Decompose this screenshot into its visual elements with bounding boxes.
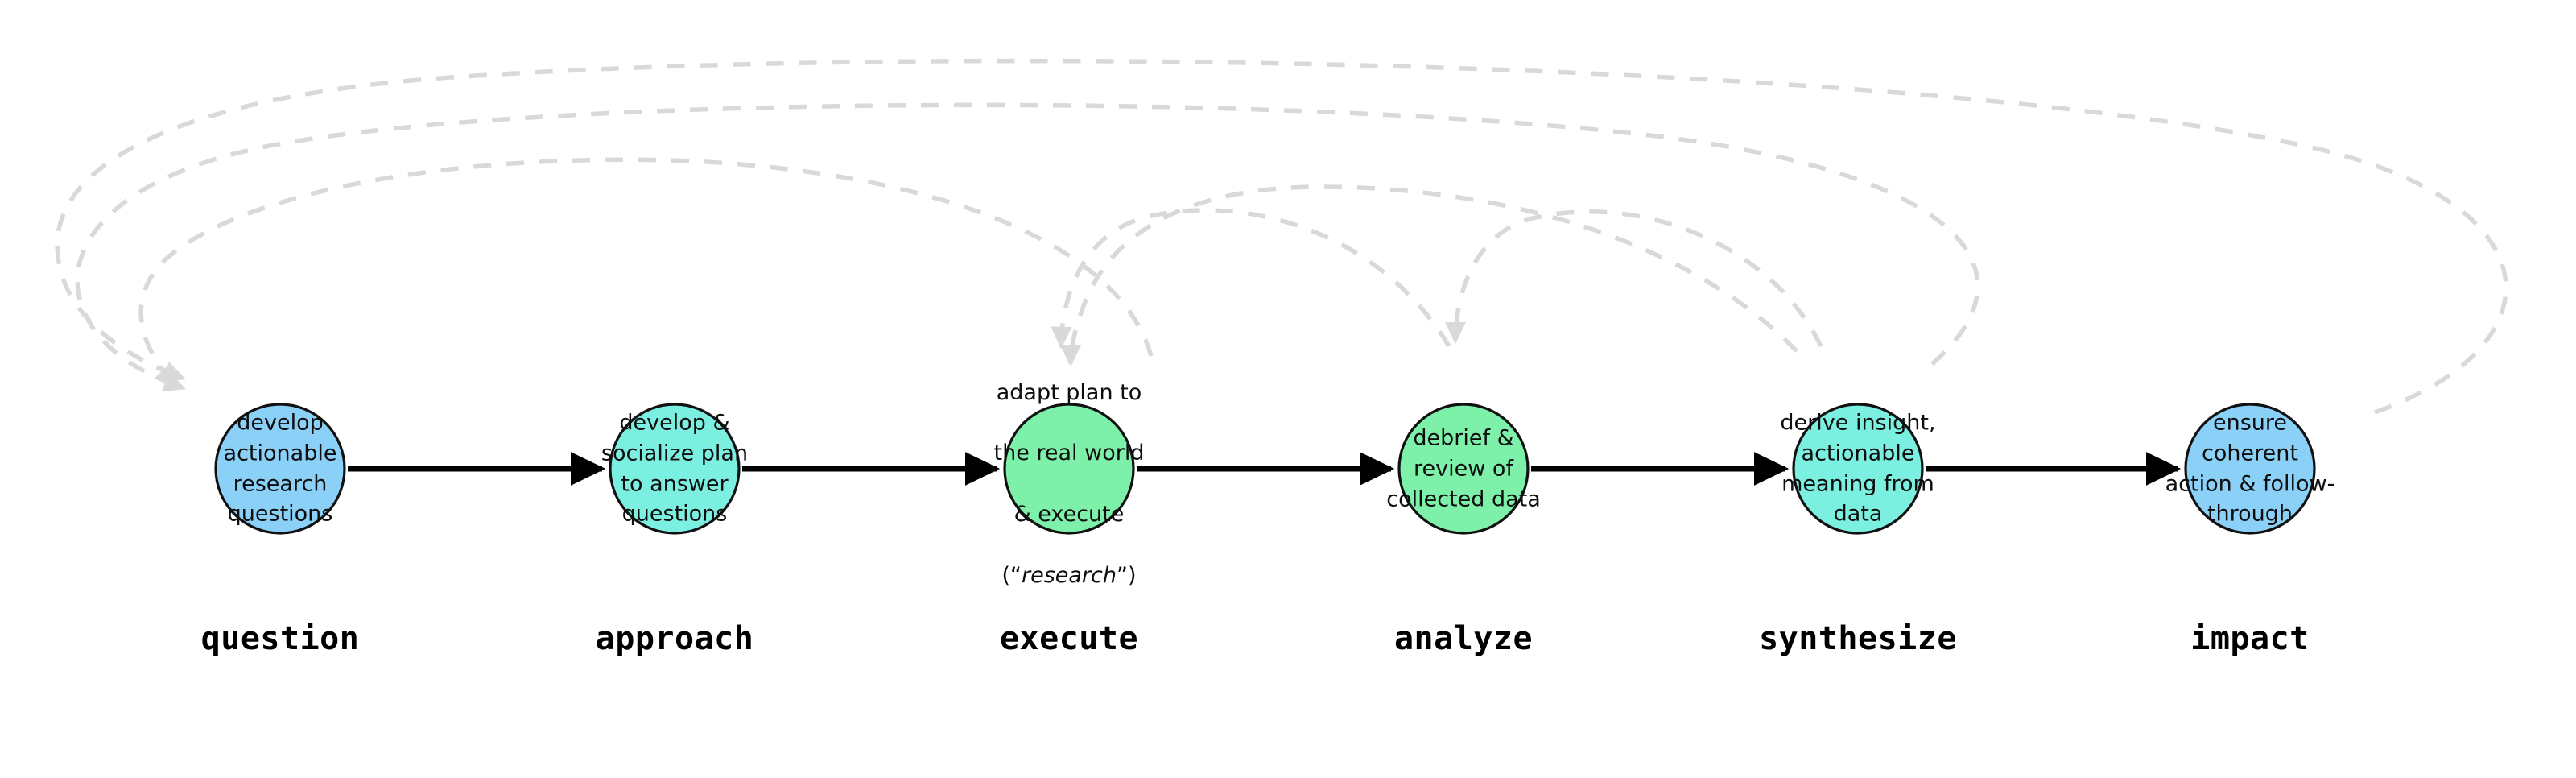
node-circle-question[interactable] (214, 403, 346, 535)
node-circle-group (214, 403, 2316, 535)
node-label-approach: approach (595, 620, 754, 657)
node-circle-synthesize[interactable] (1792, 403, 1924, 535)
feedback-arc-synthesize-to-analyze (1444, 209, 1823, 348)
node-label-question: question (200, 620, 360, 657)
node-circle-approach[interactable] (609, 403, 741, 535)
feedback-arc-synthesize-to-execute (1059, 184, 1798, 367)
feedback-arc-impact-to-question (55, 58, 2508, 415)
feedback-arc-execute-to-question (138, 157, 1154, 387)
node-label-analyze: analyze (1393, 620, 1534, 657)
node-label-impact: impact (2190, 620, 2310, 657)
feedback-arc-group (55, 58, 2508, 415)
node-circle-execute[interactable] (1003, 403, 1135, 535)
node-label-execute: execute (999, 620, 1139, 657)
node-label-synthesize: synthesize (1759, 620, 1957, 657)
node-circle-impact[interactable] (2184, 403, 2316, 535)
feedback-arc-analyze-to-execute (1051, 208, 1451, 350)
node-circle-analyze[interactable] (1397, 403, 1530, 535)
feedback-arc-synthesize-to-question (75, 102, 1980, 392)
